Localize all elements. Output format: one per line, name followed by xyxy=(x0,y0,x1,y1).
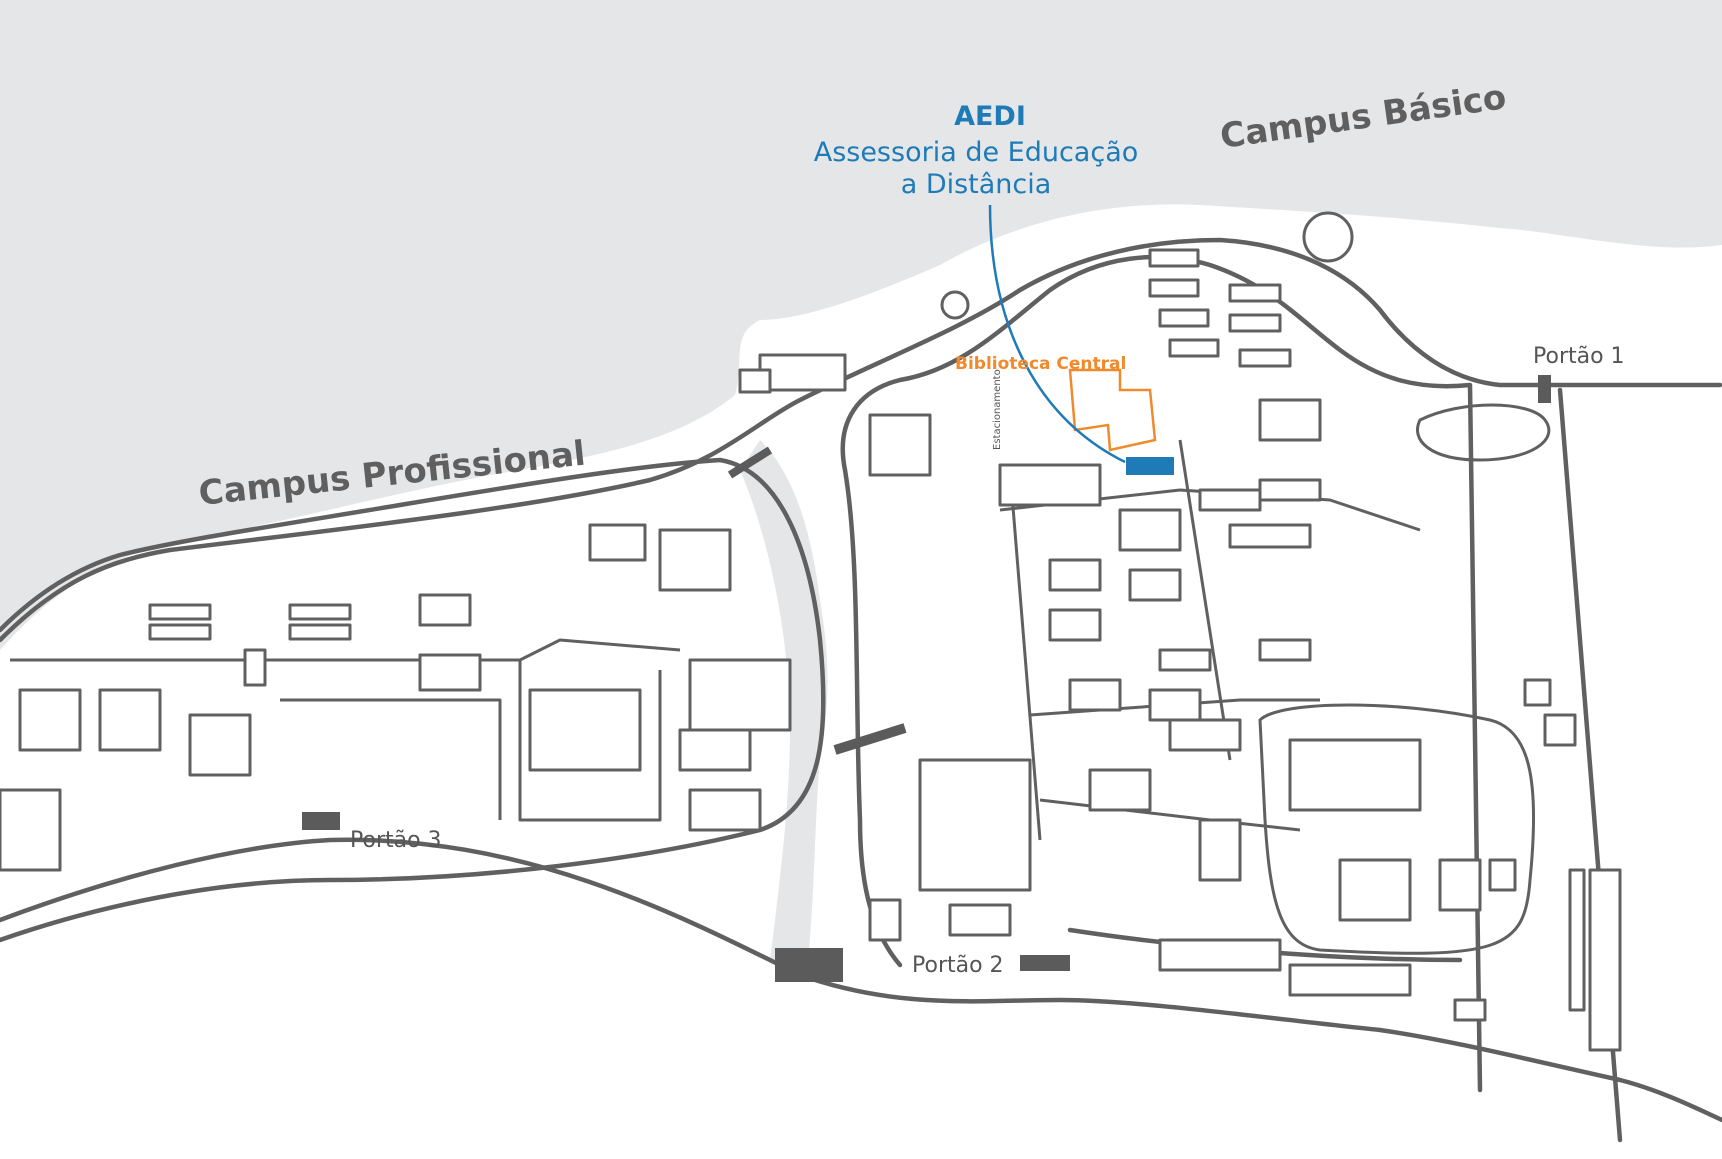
building xyxy=(658,528,732,592)
label-estacionamento: Estacionamento xyxy=(992,369,1003,450)
building xyxy=(1168,718,1242,752)
building xyxy=(758,353,847,392)
bridges xyxy=(727,446,907,755)
aedi-pointer-line xyxy=(988,204,1126,464)
building xyxy=(1488,858,1517,892)
building xyxy=(148,623,212,641)
building xyxy=(1048,608,1102,642)
road-profissional-inner-3 xyxy=(518,660,662,822)
label-aedi-acronym: AEDI xyxy=(954,101,1026,132)
building xyxy=(0,788,62,872)
building xyxy=(1238,348,1292,368)
building xyxy=(1338,858,1412,922)
bridge-north xyxy=(727,446,773,479)
building xyxy=(1198,818,1242,882)
bridge-south-marker xyxy=(775,948,843,982)
building xyxy=(1088,768,1152,812)
building xyxy=(1588,868,1622,1052)
building xyxy=(868,898,902,942)
building xyxy=(1258,638,1312,662)
road-profissional-inner-1 xyxy=(10,638,681,662)
road-profissional-inner-2 xyxy=(280,698,502,820)
building xyxy=(148,603,212,621)
building xyxy=(418,593,472,627)
building xyxy=(1158,938,1282,972)
label-gate-1: Portão 1 xyxy=(1533,344,1625,369)
building xyxy=(418,653,482,692)
building xyxy=(1568,868,1586,1012)
road-campus-profissional-loop xyxy=(0,457,826,943)
road-east-oval xyxy=(1416,403,1551,462)
road-inner-ring xyxy=(1258,703,1536,955)
building xyxy=(1288,963,1412,997)
building xyxy=(528,688,642,772)
label-gate-2: Portão 2 xyxy=(912,953,1004,978)
building xyxy=(1118,508,1182,552)
building xyxy=(1543,713,1577,747)
building xyxy=(678,728,752,772)
buildings-campus-basico xyxy=(868,211,1622,1052)
river-north xyxy=(0,0,1722,650)
building xyxy=(1168,338,1220,358)
road-north-shore xyxy=(0,237,1722,643)
label-biblioteca-central: Biblioteca Central xyxy=(955,354,1126,374)
building xyxy=(998,463,1102,507)
building xyxy=(1288,738,1422,812)
building xyxy=(1228,523,1312,549)
road-inner-grid-3 xyxy=(1039,798,1301,832)
bridge-middle xyxy=(833,723,907,755)
building xyxy=(188,713,252,777)
building xyxy=(1453,998,1487,1022)
building xyxy=(1068,678,1122,712)
building xyxy=(1198,488,1262,512)
building xyxy=(1048,558,1102,592)
building xyxy=(1438,858,1482,912)
building-dome xyxy=(940,290,970,320)
building xyxy=(948,903,1012,937)
road-south-main xyxy=(0,837,1722,1123)
building xyxy=(1148,688,1202,722)
building xyxy=(1128,568,1182,602)
gate-3-marker xyxy=(302,812,340,830)
building xyxy=(288,623,352,641)
building xyxy=(868,413,932,477)
building xyxy=(1258,478,1322,502)
building-dome xyxy=(1302,211,1354,263)
building xyxy=(688,788,762,832)
building xyxy=(288,603,352,621)
gate-2-marker xyxy=(1020,955,1070,971)
building xyxy=(918,758,1032,892)
building xyxy=(1228,283,1282,303)
label-aedi-line2: a Distância xyxy=(901,169,1052,200)
gate-1-marker xyxy=(1538,375,1551,403)
building xyxy=(588,523,647,562)
library-building xyxy=(1068,368,1157,452)
building xyxy=(1228,313,1282,333)
label-aedi-line1: Assessoria de Educação xyxy=(814,137,1139,168)
building xyxy=(1158,308,1210,328)
building xyxy=(1148,278,1200,298)
road-network xyxy=(0,237,1722,1143)
building xyxy=(243,648,267,687)
road-inner-vertical-2 xyxy=(1178,439,1232,761)
gates xyxy=(302,375,1551,982)
building xyxy=(18,688,82,752)
label-gate-3: Portão 3 xyxy=(350,828,442,853)
building xyxy=(1148,248,1200,268)
building xyxy=(688,658,792,732)
building xyxy=(98,688,162,752)
highlighted-buildings xyxy=(988,204,1174,475)
building xyxy=(1258,398,1322,442)
road-inner-vertical-1 xyxy=(1008,469,1042,841)
buildings-campus-profissional xyxy=(0,353,847,872)
aedi-building xyxy=(1126,457,1174,475)
building xyxy=(1523,678,1552,707)
road-campus-basico-loop xyxy=(840,254,1483,1093)
building xyxy=(1158,648,1212,672)
building xyxy=(738,368,772,394)
